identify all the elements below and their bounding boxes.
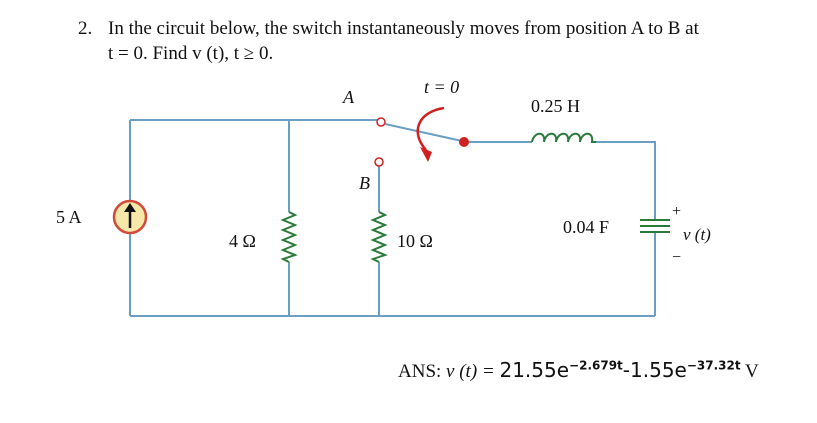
switch-arc xyxy=(416,106,445,151)
answer-exponent-2: −37.32t xyxy=(686,358,741,373)
switch-pivot xyxy=(459,137,469,147)
source-label: 5 A xyxy=(56,207,82,227)
switch xyxy=(374,106,469,167)
source-arrow-icon xyxy=(124,203,136,212)
capacitor xyxy=(640,219,670,233)
answer-term-2: -1.55e xyxy=(622,358,687,382)
switch-contact-a xyxy=(376,117,386,127)
current-source xyxy=(112,199,148,235)
inductor-label: 0.25 H xyxy=(531,96,580,116)
switch-arrow-icon xyxy=(420,147,432,162)
inductor-coil xyxy=(531,132,596,143)
answer-line: ANS: v (t) = 21.55e−2.679t-1.55e−37.32t … xyxy=(398,358,759,383)
problem-statement: 2. In the circuit below, the switch insta… xyxy=(78,16,699,66)
switch-blade xyxy=(384,123,463,142)
problem-line-2: t = 0. Find v (t), t ≥ 0. xyxy=(108,43,274,64)
capacitor-label: 0.04 F xyxy=(563,217,609,237)
position-b-label: B xyxy=(359,173,370,193)
problem-line-1: In the circuit below, the switch instant… xyxy=(108,18,699,39)
wire-inductor-right xyxy=(596,141,656,220)
problem-number: 2. xyxy=(78,18,93,39)
resistor-4ohm xyxy=(280,211,298,263)
resistor-10ohm xyxy=(370,211,388,263)
position-a-label: A xyxy=(342,87,355,107)
r2-label: 10 Ω xyxy=(397,231,433,251)
answer-term-1: 21.55e xyxy=(499,358,570,382)
answer-prefix: ANS: xyxy=(398,361,447,382)
voltage-label: v (t) xyxy=(683,225,711,244)
switch-contact-b xyxy=(374,157,384,167)
switch-time-label: t = 0 xyxy=(424,77,459,97)
r1-label: 4 Ω xyxy=(229,231,256,251)
answer-unit: V xyxy=(740,361,759,382)
answer-lhs: v (t) = xyxy=(446,361,500,382)
plus-sign: + xyxy=(672,203,681,220)
answer-exponent-1: −2.679t xyxy=(569,358,623,373)
minus-sign: − xyxy=(672,249,681,266)
